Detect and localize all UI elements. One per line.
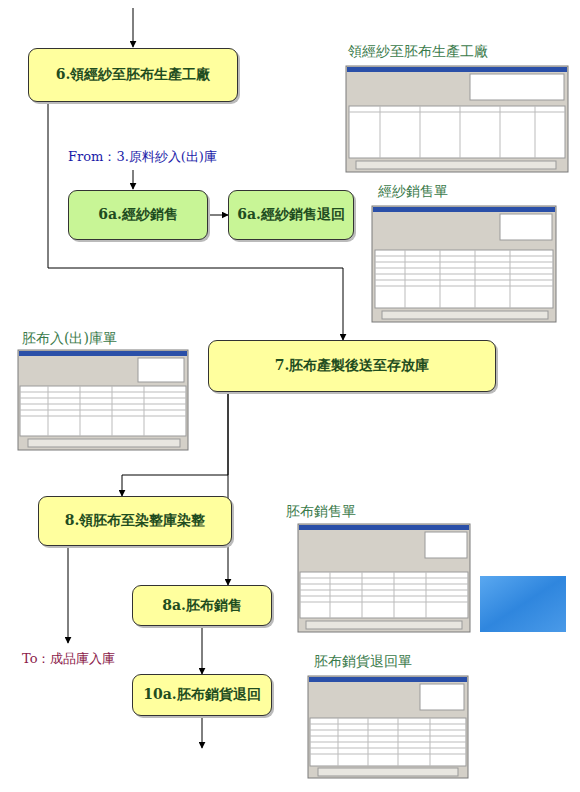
data-grid — [349, 106, 565, 158]
box-label: 8a.胚布銷售 — [162, 597, 242, 615]
data-grid — [300, 572, 468, 618]
screenshot-caption: 經紗銷售單 — [378, 183, 448, 201]
process-box: 6a.經紗銷售退回 — [228, 190, 354, 240]
memo-field — [500, 214, 552, 240]
window-title-bar — [299, 525, 469, 530]
process-box: 7.胚布產製後送至存放庫 — [208, 340, 496, 392]
box-label: 7.胚布產製後送至存放庫 — [275, 357, 430, 375]
fabric-photo — [480, 576, 566, 632]
data-grid — [375, 250, 553, 308]
flow-arrow — [208, 215, 228, 216]
data-grid — [20, 386, 186, 436]
grid-lines — [375, 250, 553, 308]
window-title-bar — [347, 67, 567, 72]
screenshot-caption: 胚布銷貨退回單 — [314, 653, 412, 671]
window-title-bar — [373, 207, 555, 212]
screenshot-window — [372, 206, 556, 322]
screenshot-window — [298, 524, 470, 632]
target-note: To：成品庫入庫 — [22, 650, 116, 668]
screenshot-caption: 胚布入(出)庫單 — [22, 330, 117, 348]
button-bar — [382, 311, 548, 319]
process-box: 6a.經紗銷售 — [68, 190, 208, 240]
screenshot-window — [18, 350, 188, 450]
exit-arrow — [68, 546, 69, 643]
button-bar — [306, 621, 462, 629]
box-label: 6a.經紗銷售退回 — [237, 206, 345, 224]
entry-arrow — [133, 8, 134, 47]
screenshot-window — [308, 676, 468, 778]
screenshot-window — [346, 66, 568, 172]
process-box: 8.領胚布至染整庫染整 — [38, 496, 232, 546]
screenshot-caption: 領經紗至胚布生產工廠 — [348, 43, 488, 61]
button-bar — [318, 768, 458, 776]
memo-field — [425, 532, 467, 558]
process-box: 8a.胚布銷售 — [132, 585, 272, 626]
window-title-bar — [19, 351, 187, 356]
memo-field — [420, 684, 464, 710]
memo-field — [138, 358, 184, 382]
button-bar — [356, 161, 556, 169]
memo-field — [470, 74, 564, 100]
box-label: 6.領經紗至胚布生產工廠 — [56, 66, 211, 84]
screenshot-caption: 胚布銷售單 — [286, 503, 356, 521]
grid-lines — [349, 106, 565, 158]
flow-arrow — [122, 392, 228, 496]
grid-lines — [20, 386, 186, 436]
grid-lines — [300, 572, 468, 618]
button-bar — [28, 439, 180, 447]
exit-arrow — [202, 716, 203, 748]
process-box: 10a.胚布銷貨退回 — [132, 674, 272, 716]
box-label: 6a.經紗銷售 — [98, 206, 178, 224]
window-title-bar — [309, 677, 467, 682]
box-label: 10a.胚布銷貨退回 — [143, 686, 260, 704]
flow-arrow — [228, 392, 229, 585]
process-box: 6.領經紗至胚布生產工廠 — [28, 48, 238, 102]
box-label: 8.領胚布至染整庫染整 — [65, 512, 206, 530]
data-grid — [310, 718, 466, 766]
grid-lines — [310, 718, 466, 766]
source-note: From：3.原料紗入(出)庫 — [68, 148, 217, 166]
flow-arrow — [202, 626, 203, 674]
source-arrow — [133, 170, 134, 189]
